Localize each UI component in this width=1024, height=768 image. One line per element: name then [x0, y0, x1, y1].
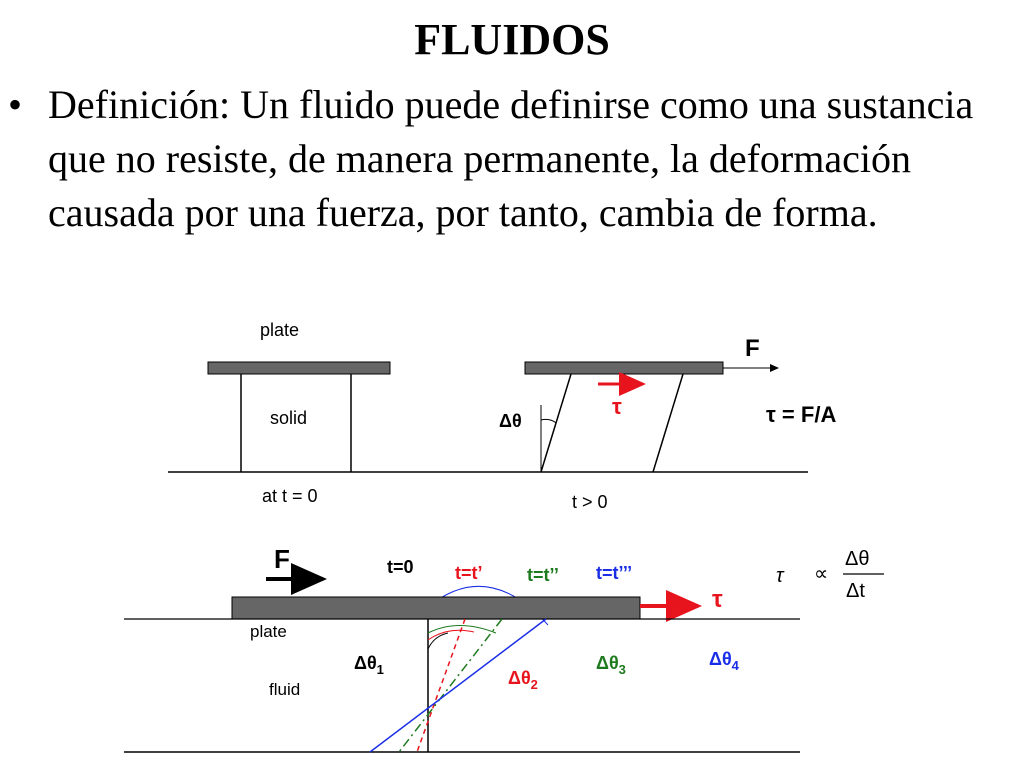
time-zero-label: at t = 0 [262, 486, 318, 506]
shear-formula: τ = F/A [766, 402, 836, 427]
time-label: t=t’’ [527, 565, 559, 585]
fluid-plate-label: plate [250, 622, 287, 641]
fluid-tau-label: τ [712, 586, 723, 613]
prop-numerator: Δθ [845, 548, 869, 570]
fluid-plate [231, 596, 641, 620]
fluid-force-label: F [274, 544, 290, 574]
proportional-sign: ∝ [814, 563, 828, 585]
fluid-line-t1 [416, 618, 466, 753]
angle-arc [540, 418, 557, 424]
plate-rest [207, 361, 391, 375]
plate-moved [524, 361, 724, 375]
fluid-line-t2 [398, 618, 503, 753]
solid-label: solid [270, 408, 307, 428]
fluid-line-t3 [369, 618, 547, 753]
time-label: t=0 [387, 557, 414, 577]
delta-theta-label: Δθ [499, 411, 522, 431]
delta-theta-label: Δθ4 [709, 649, 740, 673]
force-label: F [745, 335, 760, 362]
angle-arc-2 [427, 629, 475, 641]
bullet-marker: • [8, 82, 23, 127]
tau-label: τ [612, 394, 622, 419]
angle-arc-1 [427, 632, 449, 650]
delta-theta-label: Δθ2 [508, 668, 538, 692]
solid-sheared-right [652, 373, 684, 473]
delta-theta-label: Δθ1 [354, 653, 384, 677]
bullet-text: Definición: Un fluido puede definirse co… [48, 82, 974, 235]
time-label: t=t’ [455, 563, 483, 583]
prop-lhs: τ [776, 565, 785, 587]
delta-theta-label: Δθ3 [596, 653, 626, 677]
time-label: t=t’’’ [596, 563, 632, 583]
fluid-diagram: F t=0 t=t’ t=t’’ t=t’’’ τ ∝ Δθ Δt τ plat… [124, 544, 884, 753]
angle-arc-3 [427, 625, 497, 634]
fluid-deformation-diagram: plate solid at t = 0 F Δθ τ τ = F/A t > … [124, 320, 884, 753]
fluid-label: fluid [269, 680, 300, 699]
solid-diagram: plate solid at t = 0 F Δθ τ τ = F/A t > … [168, 320, 836, 512]
slide-title: FLUIDOS [414, 15, 610, 64]
plate-label: plate [260, 320, 299, 340]
time-positive-label: t > 0 [572, 492, 608, 512]
prop-denominator: Δt [846, 580, 865, 602]
